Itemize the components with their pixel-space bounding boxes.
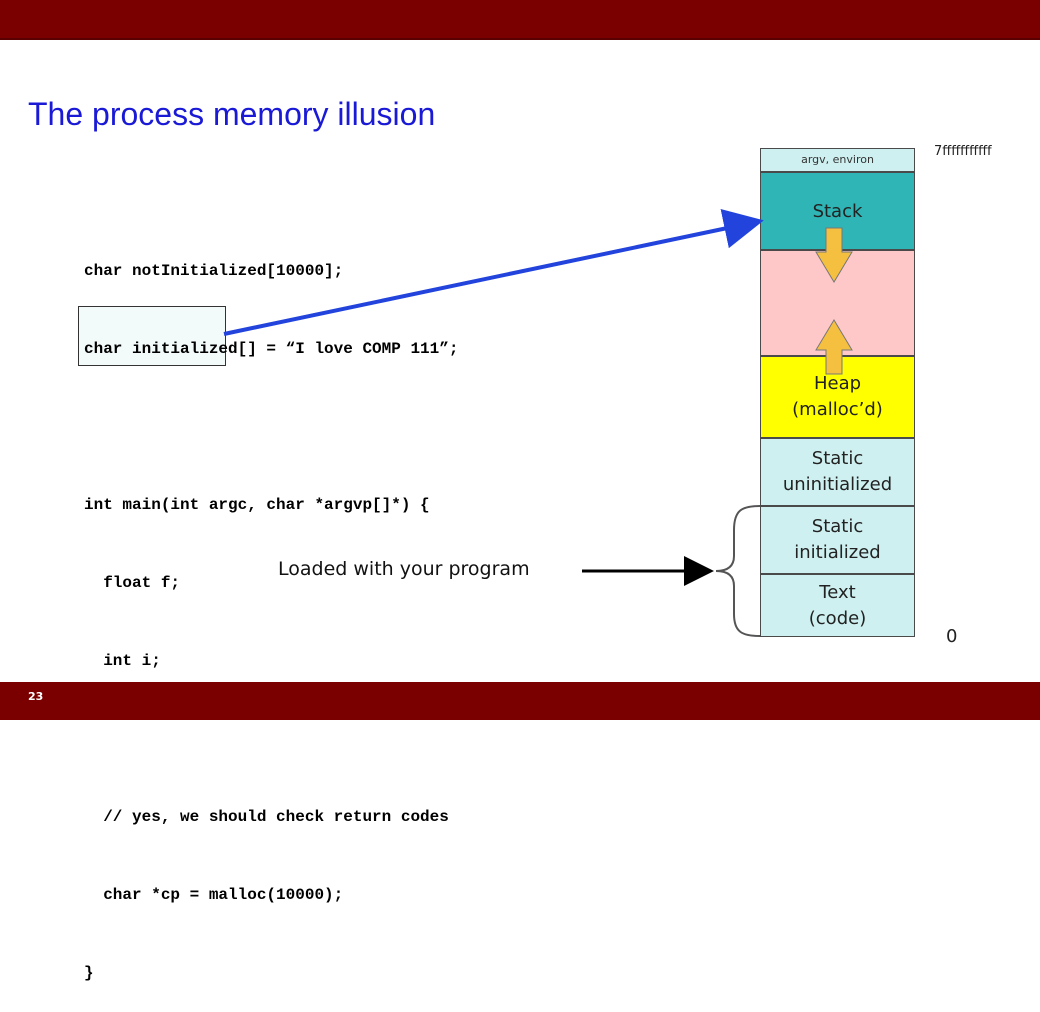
loaded-with-program-label: Loaded with your program [278,558,530,580]
local-vars-highlight [78,306,226,366]
high-address-label: 7fffffffffff [934,144,992,159]
static-initialized-region: Static initialized [760,506,915,574]
code-line: char *cp = malloc(10000); [84,886,344,904]
code-line: char notInitialized[10000]; [84,262,344,280]
heap-sublabel: (malloc’d) [792,399,883,420]
static-init-sublabel: initialized [794,542,881,563]
diagram-overlay [223,209,853,637]
code-line: // yes, we should check return codes [84,808,449,826]
locals-to-stack-arrow [223,209,764,336]
slide-number: 23 [28,690,44,703]
heap-growth-arrow-icon [815,319,853,375]
argv-environ-region: argv, environ [760,148,915,172]
text-sublabel: (code) [808,607,867,629]
code-line: int i; [84,652,161,670]
code-line: char initialized[] = “I love COMP 111”; [84,340,459,358]
slide-title: The process memory illusion [28,96,436,132]
top-bar [0,0,1040,40]
curly-brace-icon [715,505,761,637]
text-region: Text (code) [760,574,915,637]
stack-label: Stack [812,201,863,222]
heap-label: Heap [813,373,862,394]
static-init-label: Static [811,516,864,537]
static-uninit-sublabel: uninitialized [782,474,893,495]
low-address-label: 0 [946,626,958,647]
static-uninitialized-region: Static uninitialized [760,438,915,506]
argv-environ-label: argv, environ [801,153,874,166]
code-line: } [84,964,94,982]
code-line [84,726,458,752]
code-line: int main(int argc, char *argvp[]*) { [84,496,430,514]
code-line: float f; [84,574,181,592]
bottom-bar: 23 [0,682,1040,720]
text-label: Text [819,581,856,603]
static-uninit-label: Static [811,448,864,469]
stack-growth-arrow-icon [815,227,853,283]
